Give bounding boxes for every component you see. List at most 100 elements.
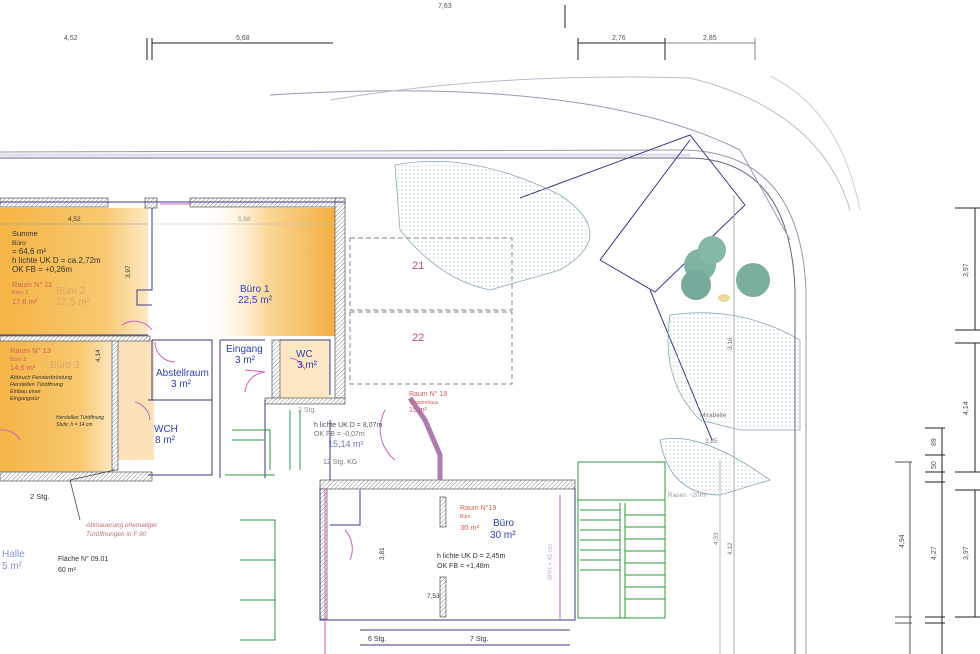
dim-inner: 3,16 [727, 337, 734, 350]
room-abstellraum: Abstellraum 3 m² [156, 368, 209, 390]
dim-inner: 7,53 [427, 593, 440, 600]
site-boundary [0, 75, 861, 654]
svg-text:Raum N° 18: Raum N° 18 [409, 390, 447, 398]
dim-right-5: 50 [931, 461, 938, 469]
right-dimensions: 3,97 4,14 3,97 89 50 4,27 4,94 [895, 207, 980, 654]
parking-22: 22 [412, 332, 424, 344]
svg-text:Fläche N° 09.01: Fläche N° 09.01 [58, 555, 108, 563]
svg-text:60 m²: 60 m² [58, 567, 77, 574]
svg-text:8 m²: 8 m² [155, 435, 176, 446]
doors [0, 203, 561, 654]
svg-text:Büro 1: Büro 1 [240, 284, 270, 295]
svg-text:7 Stg.: 7 Stg. [470, 636, 488, 643]
garden: Mirabelle Rasen ~20m² 2,85 3,16 4,33 4,1… [394, 160, 801, 654]
room-18: Raum N° 18 Treppenhaus 15 m² h lichte UK… [314, 390, 447, 449]
parking-21: 21 [412, 260, 424, 272]
svg-text:Halle: Halle [2, 549, 25, 560]
dim-inner: 3,97 [125, 265, 132, 278]
door-icon [379, 409, 396, 461]
svg-text:Abbruch Fensterbrüstung: Abbruch Fensterbrüstung [9, 375, 73, 381]
svg-text:h lichte UK D = 2,45m: h lichte UK D = 2,45m [437, 553, 505, 560]
door-icon [154, 341, 176, 363]
dim-top-1: 7,63 [438, 3, 452, 10]
svg-text:15 m²: 15 m² [409, 407, 428, 414]
svg-text:Büro 3: Büro 3 [50, 360, 80, 371]
svg-text:6 Stg.: 6 Stg. [368, 636, 386, 643]
dim-top-4: 2,76 [612, 35, 626, 42]
dim-right-6: 4,27 [931, 546, 938, 560]
dim-inner: 3,81 [379, 547, 386, 560]
svg-text:Büro: Büro [493, 518, 515, 529]
door-icon [0, 429, 21, 441]
svg-text:Büro 2: Büro 2 [56, 286, 86, 297]
svg-text:15,14 m²: 15,14 m² [328, 439, 364, 449]
svg-text:WCH: WCH [154, 424, 178, 435]
dim-right-7: 4,94 [899, 534, 906, 548]
parking: 21 22 [349, 237, 513, 385]
room-summe: Summe Büro = 64,6 m² h lichte UK D = ca.… [12, 229, 101, 274]
area-09-01: Fläche N° 09.01 60 m² [58, 555, 108, 574]
svg-text:Büro: Büro [12, 240, 26, 247]
svg-text:Eingangstür: Eingangstür [10, 396, 41, 402]
dim-right-2: 4,14 [963, 401, 970, 415]
dim-inner: 2,85 [705, 438, 718, 445]
interior-lines [0, 201, 576, 621]
svg-text:Eingang: Eingang [226, 344, 263, 355]
svg-text:h lichte UK D = ca.2,72m: h lichte UK D = ca.2,72m [12, 256, 101, 265]
svg-text:= 64,6 m²: = 64,6 m² [12, 247, 46, 256]
room-buero-1: Büro 1 22,5 m² [238, 284, 273, 306]
dim-inner: 4,12 [727, 542, 734, 555]
room-19: Raum N°19 Büro 30 m² Büro 30 m² h lichte… [437, 504, 516, 570]
svg-text:12 Stg. KG: 12 Stg. KG [323, 459, 357, 466]
svg-text:22,5 m²: 22,5 m² [238, 295, 273, 306]
door-icon [134, 401, 151, 421]
svg-text:Raum N° 11: Raum N° 11 [12, 280, 52, 289]
svg-text:Abmauerung ehemaliger: Abmauerung ehemaliger [85, 522, 158, 529]
dim-inner: 4,33 [713, 532, 720, 545]
svg-text:Büro 2: Büro 2 [12, 290, 28, 296]
svg-text:Abstellraum: Abstellraum [156, 368, 209, 379]
svg-text:Summe: Summe [12, 229, 38, 238]
svg-text:Raum N°19: Raum N°19 [460, 504, 496, 512]
top-dimensions: 7,63 4,52 5,68 2,76 2,85 [2, 3, 756, 60]
door-icon [121, 320, 153, 331]
svg-text:OK FB = +1,48m: OK FB = +1,48m [437, 563, 490, 570]
svg-text:30 m²: 30 m² [490, 530, 516, 541]
room-wch: WCH 8 m² [154, 424, 178, 446]
office-rooms-fill [0, 208, 335, 472]
room-halle: Halle 5 m² [2, 549, 25, 572]
svg-text:17,5 m²: 17,5 m² [56, 297, 91, 308]
svg-text:Raum N° 13: Raum N° 13 [10, 346, 51, 355]
dim-inner: 4,14 [95, 349, 102, 362]
room-wc: WC 3 m² [296, 349, 318, 371]
dim-right-1: 3,97 [963, 263, 970, 277]
svg-text:3 m²: 3 m² [297, 360, 318, 371]
tree-label: Mirabelle [700, 412, 727, 419]
room-11: Raum N° 11 Büro 2 17,6 m² Büro 2 17,5 m² [12, 280, 91, 308]
svg-text:5 m²: 5 m² [2, 561, 23, 572]
door-icon [244, 369, 266, 393]
svg-text:2 Stg.: 2 Stg. [298, 407, 316, 414]
annotations: 2 Stg. 2 Stg. 12 Stg. KG 6 Stg. 7 Stg. A… [30, 407, 570, 646]
dim-right-3: 3,97 [963, 546, 970, 560]
lawn-label: Rasen ~20m² [668, 492, 708, 499]
dim-top-2: 4,52 [64, 35, 78, 42]
svg-text:WC: WC [296, 349, 313, 360]
dim-top-3: 5,68 [236, 35, 250, 42]
room-13: Raum N° 13 Büro 3 14,6 m² Büro 3 Abbruch… [9, 346, 104, 428]
svg-text:BRH = 45 cm: BRH = 45 cm [548, 544, 554, 580]
svg-text:Büro: Büro [460, 514, 471, 520]
svg-text:OK FB = -0,07m: OK FB = -0,07m [314, 431, 365, 438]
svg-text:Treppenhaus: Treppenhaus [409, 400, 439, 406]
svg-text:Türöffnungen in F 90: Türöffnungen in F 90 [86, 531, 147, 538]
svg-text:h lichte UK D = 8,07m: h lichte UK D = 8,07m [314, 422, 382, 429]
svg-text:OK FB = +0,26m: OK FB = +0,26m [12, 265, 72, 274]
svg-text:Herstellen Türöffnung: Herstellen Türöffnung [10, 382, 64, 388]
tree-icon [736, 263, 770, 297]
svg-text:2 Stg.: 2 Stg. [30, 492, 50, 501]
svg-text:Stufe; h = 14 cm: Stufe; h = 14 cm [56, 422, 93, 428]
dim-top-5: 2,85 [703, 35, 717, 42]
interior-dimensions: 4,52 5,68 3,97 4,14 3,81 7,53 [0, 216, 440, 600]
svg-text:3 m²: 3 m² [235, 355, 256, 366]
